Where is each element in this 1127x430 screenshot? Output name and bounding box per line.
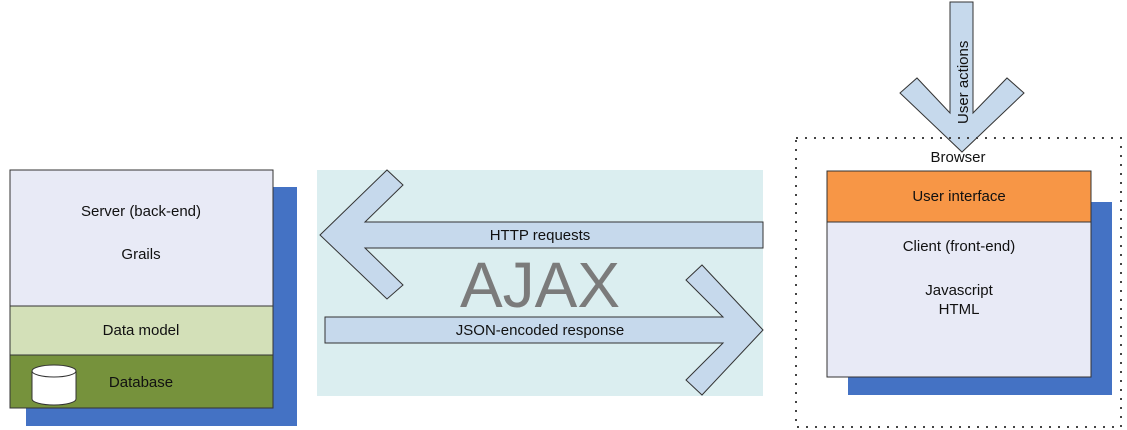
user-actions-arrow-icon bbox=[899, 1, 1025, 153]
database-label: Database bbox=[109, 374, 173, 391]
client-tech-html: HTML bbox=[939, 301, 980, 318]
http-requests-arrow-icon bbox=[319, 169, 764, 300]
data-model-box bbox=[9, 305, 274, 356]
server-block: Server (back-end) Grails Data model Data… bbox=[9, 169, 297, 426]
server-title: Server (back-end) bbox=[81, 203, 201, 220]
user-interface-box bbox=[826, 170, 1092, 223]
user-actions: User actions bbox=[899, 1, 1025, 153]
http-requests-label: HTTP requests bbox=[490, 227, 591, 244]
browser-label: Browser bbox=[930, 149, 985, 166]
user-interface-label: User interface bbox=[912, 188, 1005, 205]
data-model-label: Data model bbox=[103, 322, 180, 339]
json-response-arrow-icon bbox=[324, 264, 764, 396]
user-actions-label: User actions bbox=[955, 41, 972, 124]
database-cylinder-icon bbox=[31, 364, 77, 406]
ajax-region: AJAX HTTP requests JSON-encoded response bbox=[317, 169, 764, 396]
json-response-label: JSON-encoded response bbox=[456, 322, 624, 339]
server-framework: Grails bbox=[121, 246, 160, 263]
client-title: Client (front-end) bbox=[903, 238, 1016, 255]
browser-block: Browser User interface Client (front-end… bbox=[795, 137, 1122, 428]
browser-boundary bbox=[795, 137, 1122, 428]
client-box bbox=[826, 221, 1092, 378]
client-tech-javascript: Javascript bbox=[925, 282, 993, 299]
server-box bbox=[9, 169, 274, 307]
ajax-label: AJAX bbox=[460, 249, 620, 321]
